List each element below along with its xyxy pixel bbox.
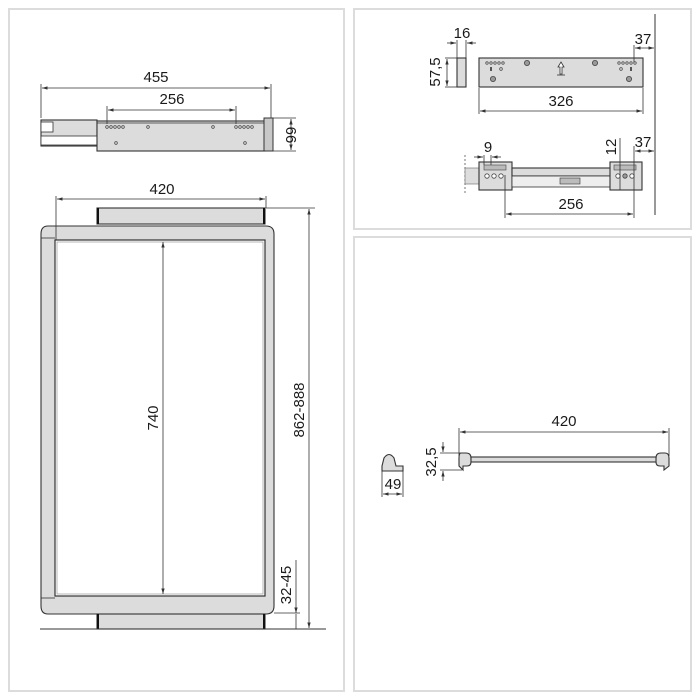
top-mount-bar <box>96 207 266 225</box>
panel-handle-detail <box>353 236 692 692</box>
front-view: 420 740 862-888 32-45 <box>40 181 326 630</box>
dim-runner-hole-offset: 9 <box>484 139 492 156</box>
panel-plate-runner-detail <box>353 8 692 230</box>
mounting-plate-view: 16 57,5 32 <box>427 14 656 215</box>
handle-profile <box>381 453 404 472</box>
dim-handle-width: 420 <box>551 413 576 430</box>
dim-height: 66 <box>282 127 299 144</box>
dim-inner-height: 740 <box>145 405 162 430</box>
bottom-mount-bar <box>96 613 266 630</box>
dim-runner-hole-spacing: 256 <box>558 196 583 213</box>
dim-overall-height: 862-888 <box>291 382 308 437</box>
dim-runner-pin-offset: 12 <box>603 139 620 156</box>
plate-side-profile <box>456 57 467 88</box>
dim-handle-height: 32,5 <box>423 447 440 476</box>
dim-plate-length: 326 <box>548 93 573 110</box>
dim-plate-height: 57,5 <box>427 57 444 86</box>
dim-base-clearance: 32-45 <box>278 566 295 604</box>
up-arrow-icon <box>557 61 565 76</box>
handle-view: 49 32,5 420 <box>381 413 670 497</box>
runner-view: 9 12 37 256 <box>464 134 654 218</box>
dim-plate-thickness: 16 <box>454 25 471 42</box>
dim-hole-spacing: 256 <box>159 91 184 108</box>
mounting-holes <box>105 125 254 145</box>
dim-frame-width: 420 <box>149 181 174 198</box>
dim-runner-wall-offset: 37 <box>635 134 652 151</box>
dim-handle-profile-width: 49 <box>385 476 402 493</box>
dim-plate-wall-offset: 37 <box>635 31 652 48</box>
plate-holes <box>485 60 637 83</box>
basket-opening <box>54 239 266 597</box>
top-view: 455 256 66 <box>40 69 299 152</box>
dim-overall-width: 455 <box>143 69 168 86</box>
